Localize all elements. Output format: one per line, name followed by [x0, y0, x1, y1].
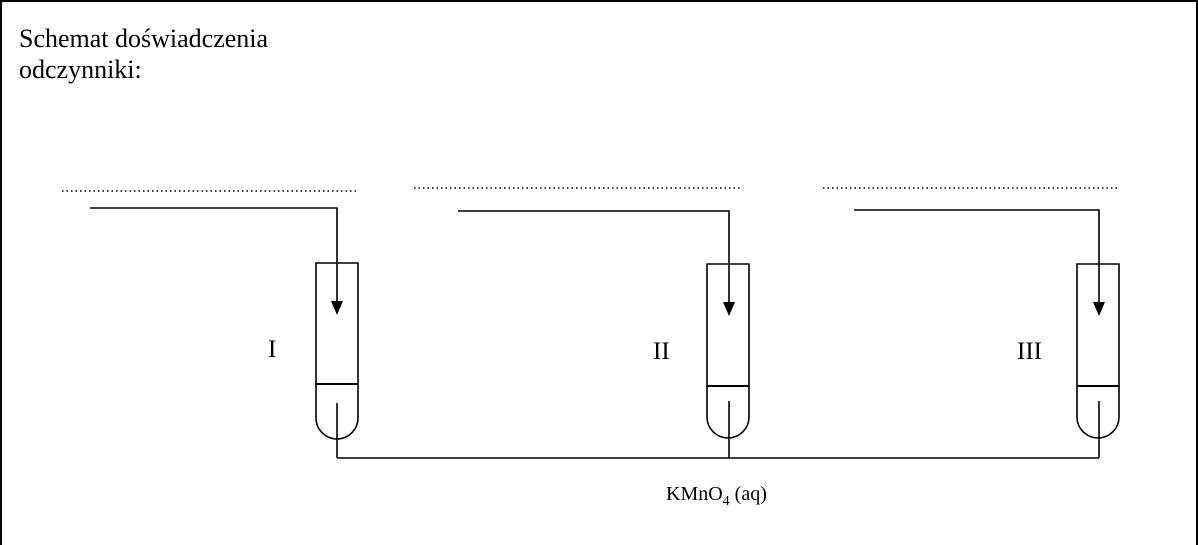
- arrow-head-iii: [1093, 302, 1105, 316]
- tube-label-i: I: [268, 336, 277, 363]
- reagent-arrow-line-ii: [458, 210, 730, 303]
- reagent-formula-main: KMnO: [666, 483, 723, 505]
- tube-iii: [854, 209, 1120, 458]
- tube-label-ii: II: [653, 338, 670, 365]
- reagent-formula-subscript: 4: [722, 494, 730, 509]
- reagents-label: odczynniki:: [19, 55, 142, 84]
- tube-ii: [458, 210, 750, 458]
- reagent-state: (aq): [729, 483, 767, 505]
- test-tube-i: [315, 262, 359, 440]
- arrow-head-ii: [723, 302, 735, 316]
- tube-label-iii: III: [1017, 338, 1042, 365]
- heading-title: Schemat doświadczenia: [19, 24, 269, 53]
- diagram-heading: Schemat doświadczenia odczynniki:: [19, 23, 268, 85]
- test-tube-ii: [706, 263, 750, 439]
- reagent-arrow-line-iii: [854, 209, 1100, 303]
- arrow-head-i: [331, 301, 343, 315]
- test-tube-iii: [1076, 263, 1120, 439]
- reagent-arrow-line-i: [90, 207, 338, 302]
- tube-i: [90, 207, 359, 458]
- reagent-formula: KMnO4 (aq): [666, 482, 767, 509]
